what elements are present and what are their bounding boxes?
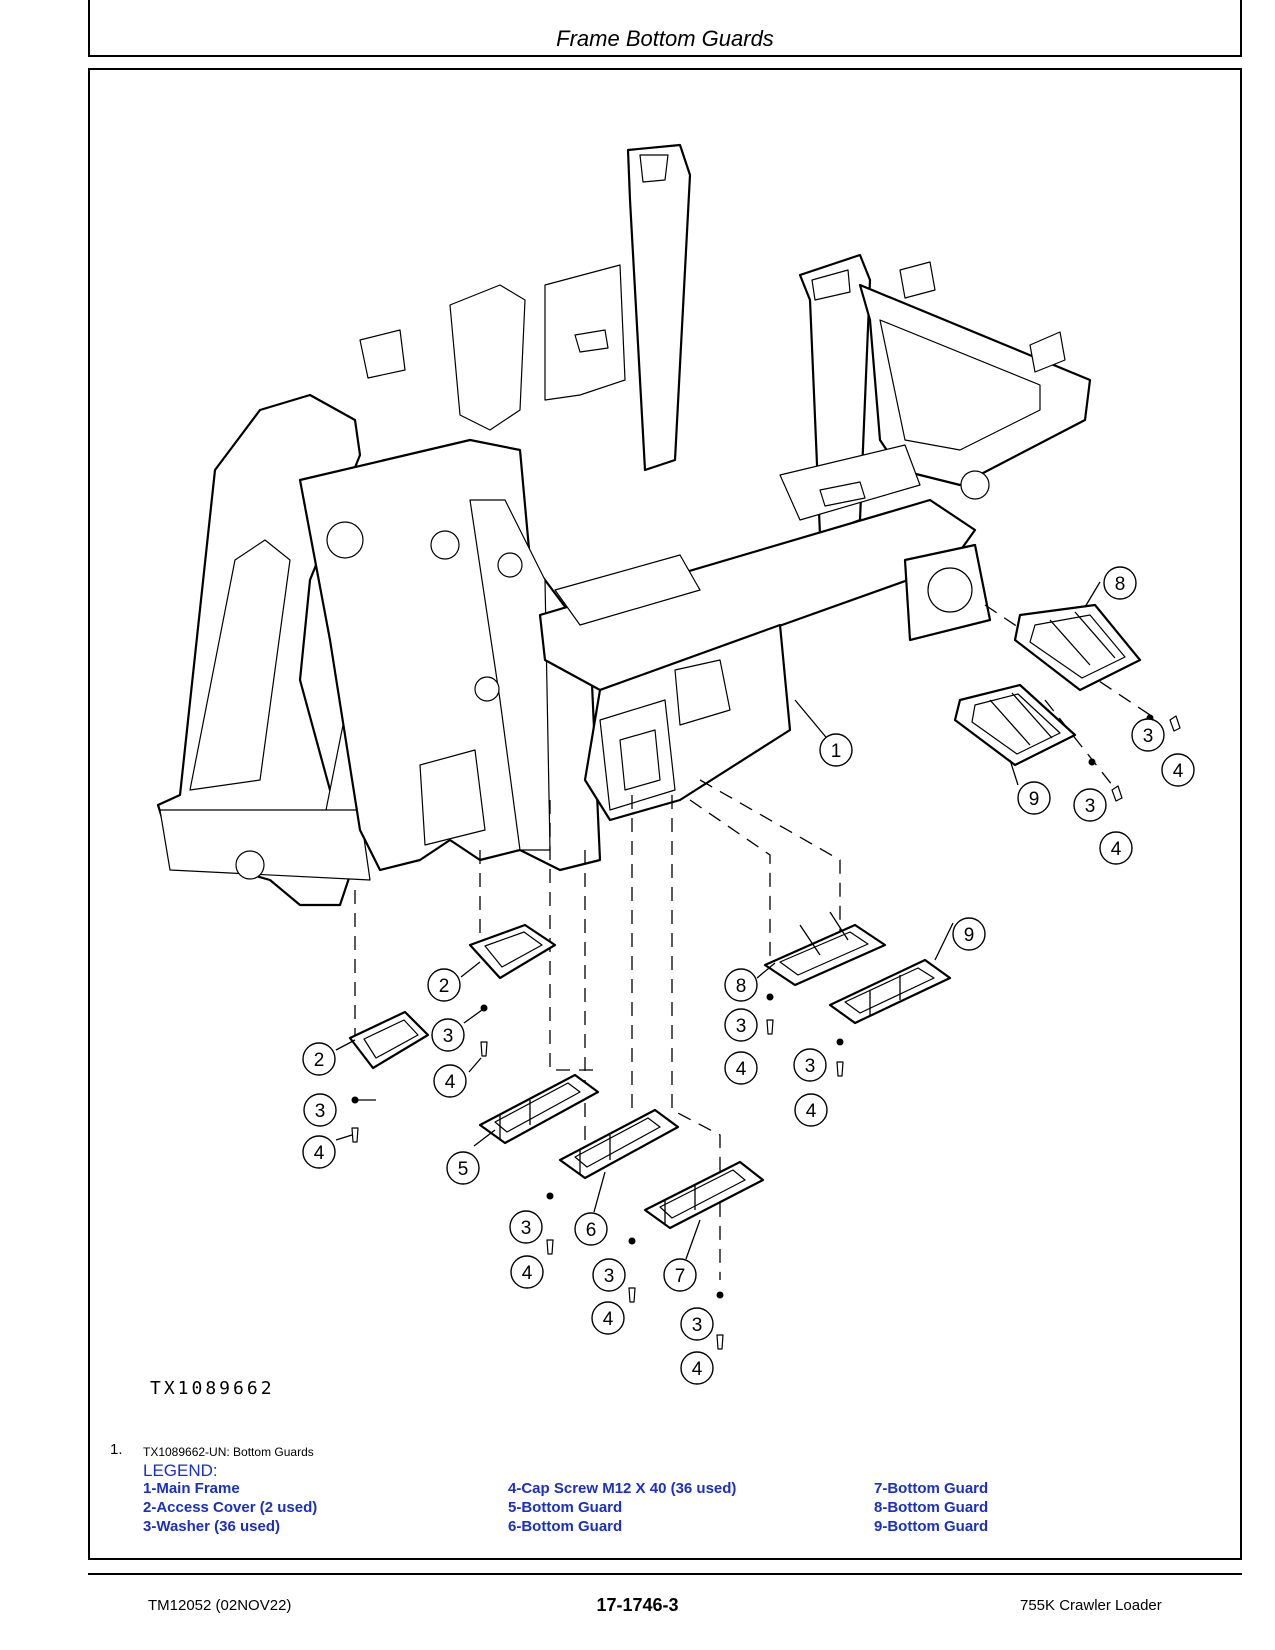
svg-text:4: 4: [692, 1359, 703, 1380]
svg-text:3: 3: [443, 1026, 454, 1047]
legend-item: 8-Bottom Guard: [874, 1499, 989, 1516]
callout-4: 4: [1099, 831, 1133, 865]
svg-text:5: 5: [458, 1159, 469, 1180]
svg-text:3: 3: [1085, 796, 1096, 817]
svg-text:1: 1: [831, 741, 842, 762]
svg-text:3: 3: [692, 1315, 703, 1336]
svg-text:3: 3: [736, 1016, 747, 1037]
header-box: Frame Bottom Guards: [88, 0, 1242, 57]
callout-3: 3: [592, 1258, 626, 1292]
callout-7: 7: [663, 1258, 697, 1292]
callout-4: 4: [1161, 753, 1195, 787]
svg-text:9: 9: [1029, 789, 1040, 810]
legend-item: 5-Bottom Guard: [508, 1499, 623, 1516]
callout-3: 3: [793, 1048, 827, 1082]
bottom-guards-front: [478, 1073, 765, 1230]
svg-text:2: 2: [439, 976, 450, 997]
callout-5: 5: [446, 1151, 480, 1185]
svg-text:3: 3: [521, 1218, 532, 1239]
bottom-guards-rear-lower: [763, 911, 952, 1025]
callout-3: 3: [303, 1093, 337, 1127]
svg-text:4: 4: [445, 1072, 456, 1093]
access-covers: [348, 923, 557, 1070]
legend-item: 3-Washer (36 used): [143, 1518, 280, 1535]
callout-4: 4: [680, 1351, 714, 1385]
callout-3: 3: [431, 1018, 465, 1052]
caption-number: 1.: [110, 1441, 123, 1458]
svg-text:3: 3: [1143, 726, 1154, 747]
callout-9: 9: [952, 917, 986, 951]
svg-text:8: 8: [1115, 574, 1126, 595]
legend-item: 7-Bottom Guard: [874, 1480, 989, 1497]
svg-text:3: 3: [604, 1266, 615, 1287]
callout-8: 8: [724, 968, 758, 1002]
legend-item: 4-Cap Screw M12 X 40 (36 used): [508, 1480, 737, 1497]
legend-item: 1-Main Frame: [143, 1480, 240, 1497]
svg-text:4: 4: [314, 1143, 325, 1164]
callout-3: 3: [1131, 718, 1165, 752]
svg-text:9: 9: [964, 925, 975, 946]
footer-page-number: 17-1746-3: [596, 1595, 679, 1615]
svg-text:4: 4: [1111, 839, 1122, 860]
callout-4: 4: [433, 1064, 467, 1098]
bottom-guards-rear-upper: [953, 603, 1142, 767]
callout-8: 8: [1103, 566, 1137, 600]
legend-item: 9-Bottom Guard: [874, 1518, 989, 1535]
callout-3: 3: [724, 1008, 758, 1042]
callout-2: 2: [427, 968, 461, 1002]
callout-1: 1: [819, 733, 853, 767]
svg-text:7: 7: [675, 1266, 686, 1287]
callout-3: 3: [509, 1210, 543, 1244]
page-title: Frame Bottom Guards: [556, 26, 774, 51]
svg-text:4: 4: [522, 1263, 533, 1284]
callout-4: 4: [510, 1255, 544, 1289]
footer-manual-id: TM12052 (02NOV22): [148, 1597, 292, 1614]
svg-text:6: 6: [586, 1220, 597, 1241]
callout-2: 2: [302, 1042, 336, 1076]
callout-6: 6: [574, 1212, 608, 1246]
legend-title: LEGEND:: [143, 1461, 218, 1480]
svg-text:4: 4: [1173, 761, 1184, 782]
callout-4: 4: [591, 1301, 625, 1335]
legend-item: 2-Access Cover (2 used): [143, 1499, 318, 1516]
callout-4: 4: [724, 1051, 758, 1085]
footer-machine-name: 755K Crawler Loader: [1020, 1597, 1162, 1614]
legend-item: 6-Bottom Guard: [508, 1518, 623, 1535]
svg-text:4: 4: [603, 1309, 614, 1330]
svg-text:4: 4: [806, 1101, 817, 1122]
figure-id: TX1089662: [150, 1378, 275, 1399]
svg-text:3: 3: [805, 1056, 816, 1077]
footer-rule: [88, 1573, 1242, 1575]
figure-box: [88, 68, 1242, 1560]
callout-4: 4: [302, 1135, 336, 1169]
svg-text:8: 8: [736, 976, 747, 997]
callout-3: 3: [680, 1307, 714, 1341]
caption-text: TX1089662-UN: Bottom Guards: [143, 1445, 314, 1459]
svg-text:3: 3: [315, 1101, 326, 1122]
main-frame-drawing: [156, 143, 1092, 907]
svg-text:4: 4: [736, 1059, 747, 1080]
callout-4: 4: [794, 1093, 828, 1127]
leader-lines: [335, 581, 1101, 1260]
callout-9: 9: [1017, 781, 1051, 815]
svg-text:2: 2: [314, 1050, 325, 1071]
callout-3: 3: [1073, 788, 1107, 822]
